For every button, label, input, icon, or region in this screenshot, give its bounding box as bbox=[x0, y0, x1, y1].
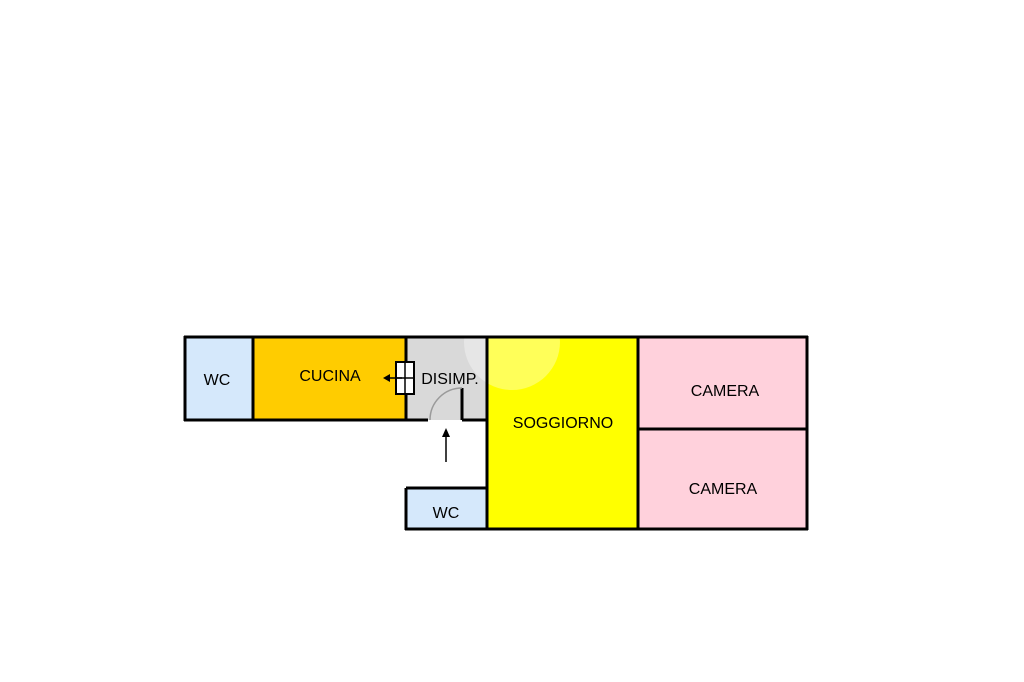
room-wc-top bbox=[185, 337, 253, 420]
room-soggiorno bbox=[487, 337, 638, 529]
label-camera-bottom: CAMERA bbox=[689, 481, 758, 498]
arrow-left-icon bbox=[383, 374, 402, 382]
label-cucina: CUCINA bbox=[299, 368, 361, 385]
room-camera-bottom bbox=[638, 429, 807, 529]
label-soggiorno: SOGGIORNO bbox=[513, 415, 613, 432]
room-camera-top bbox=[638, 337, 807, 429]
label-wc-bottom: WC bbox=[433, 505, 460, 522]
room-cucina bbox=[253, 337, 406, 420]
door-swing-icon bbox=[429, 387, 463, 421]
arrow-up-icon bbox=[442, 428, 450, 462]
room-disimpegno bbox=[406, 337, 487, 420]
label-disimpegno: DISIMP. bbox=[421, 371, 479, 388]
label-camera-top: CAMERA bbox=[691, 383, 760, 400]
room-wc-bottom bbox=[406, 488, 487, 529]
label-wc-top: WC bbox=[204, 372, 231, 389]
walls bbox=[183, 335, 809, 531]
